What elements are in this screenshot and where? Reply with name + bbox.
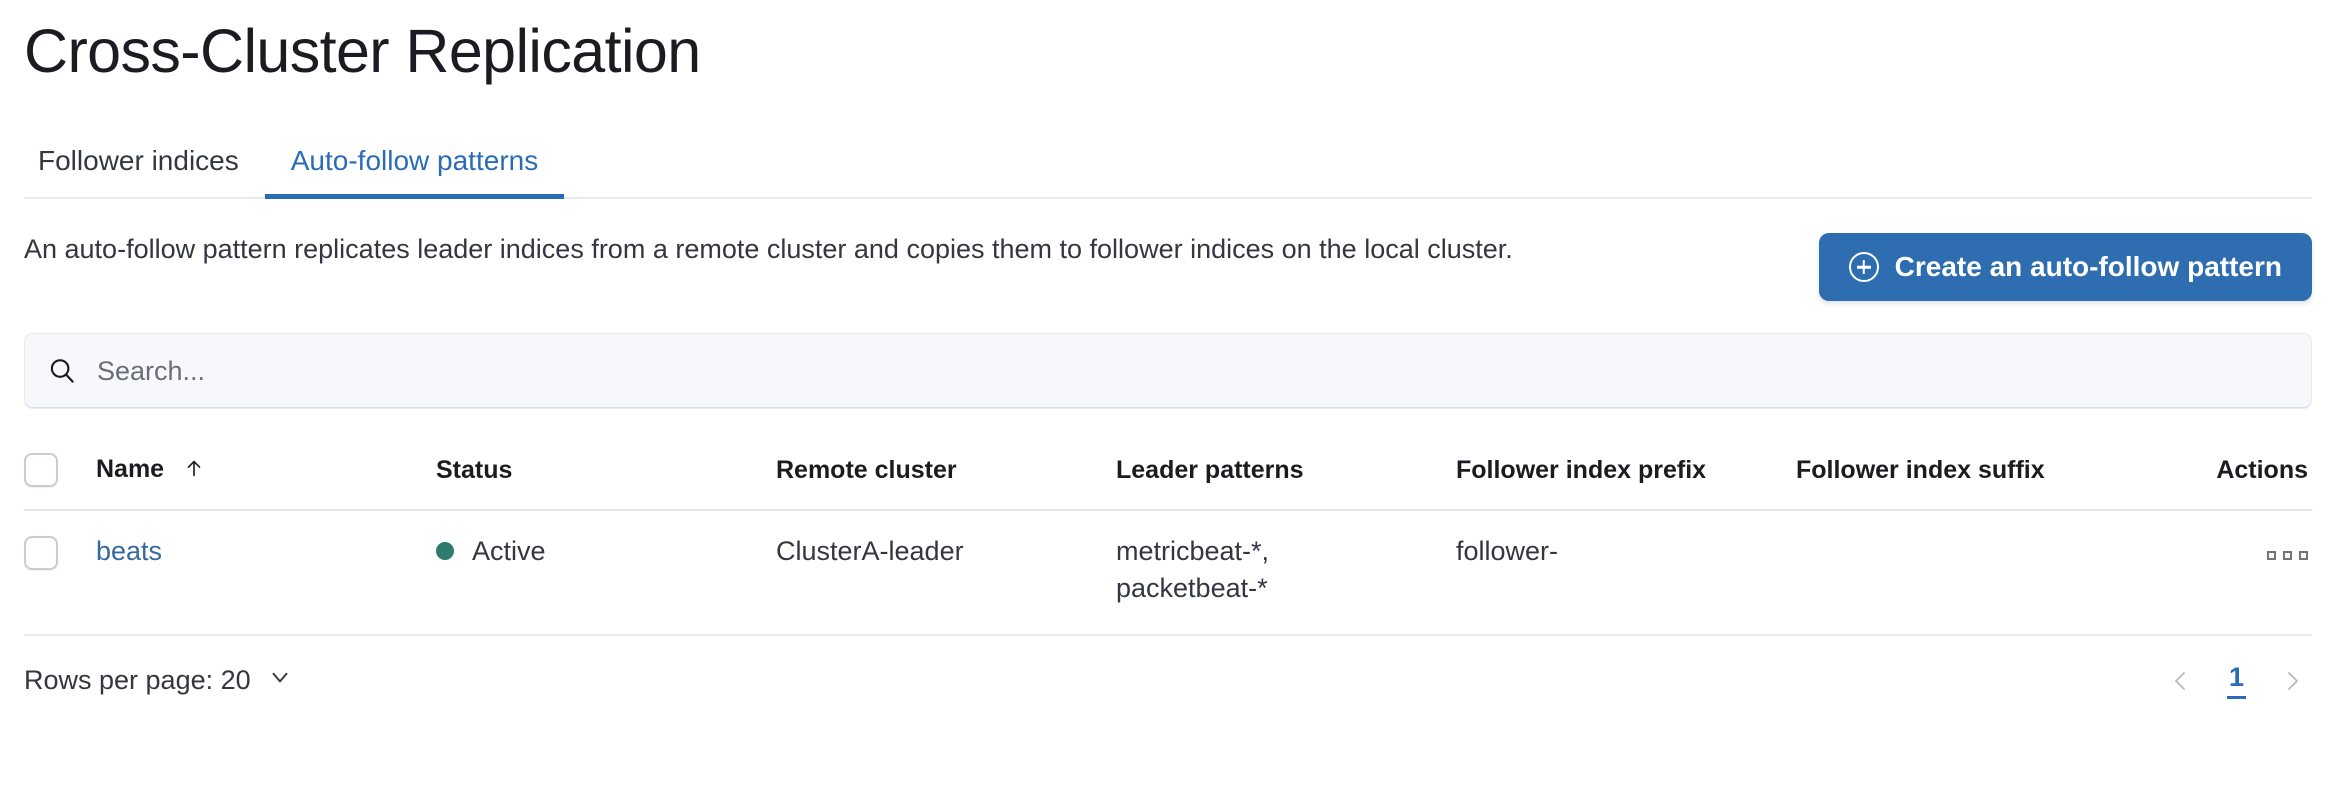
table-row: beats Active ClusterA-leader metricbeat-… xyxy=(24,510,2312,636)
auto-follow-patterns-table: Name Status Remote cluster Leader patt xyxy=(24,437,2312,636)
cell-follower-index-prefix: follower- xyxy=(1456,510,1796,636)
description-row: An auto-follow pattern replicates leader… xyxy=(24,229,2312,302)
column-header-leader-patterns[interactable]: Leader patterns xyxy=(1116,437,1456,512)
select-all-checkbox[interactable] xyxy=(24,453,58,488)
select-all-header xyxy=(24,437,96,512)
column-header-status[interactable]: Status xyxy=(436,437,776,512)
page-title: Cross-Cluster Replication xyxy=(24,17,701,85)
row-select-cell xyxy=(24,510,96,636)
column-header-follower-index-prefix[interactable]: Follower index prefix xyxy=(1456,437,1796,512)
rows-per-page-label: Rows per page: 20 xyxy=(24,665,251,696)
cell-remote-cluster: ClusterA-leader xyxy=(776,510,1116,636)
table-footer: Rows per page: 20 1 xyxy=(24,662,2312,700)
tab-auto-follow-patterns-label: Auto-follow patterns xyxy=(290,145,539,177)
ellipsis-icon[interactable] xyxy=(2267,545,2308,566)
sort-ascending-icon xyxy=(183,457,205,486)
tab-follower-indices-label: Follower indices xyxy=(38,145,239,177)
plus-in-circle-icon xyxy=(1848,252,1879,283)
pagination: 1 xyxy=(2161,662,2312,700)
table-header-row: Name Status Remote cluster Leader patt xyxy=(24,437,2312,512)
column-header-actions: Actions xyxy=(2136,437,2312,512)
cell-leader-patterns: metricbeat-*, packetbeat-* xyxy=(1116,510,1456,636)
chevron-down-icon xyxy=(267,664,293,697)
column-header-name[interactable]: Name xyxy=(96,437,436,512)
column-header-name-label: Name xyxy=(96,454,165,483)
tab-follower-indices[interactable]: Follower indices xyxy=(24,147,265,197)
row-select-checkbox[interactable] xyxy=(24,535,58,570)
column-header-status-label: Status xyxy=(436,455,513,484)
cell-status: Active xyxy=(436,510,776,636)
cell-actions xyxy=(2136,510,2312,636)
next-page-icon[interactable] xyxy=(2272,662,2312,700)
tab-bar: Follower indices Auto-follow patterns xyxy=(24,123,2312,200)
column-header-remote-cluster-label: Remote cluster xyxy=(776,455,957,484)
pattern-name-link[interactable]: beats xyxy=(96,536,163,567)
status-dot-icon xyxy=(436,542,454,561)
status-label: Active xyxy=(472,536,546,567)
tab-auto-follow-patterns[interactable]: Auto-follow patterns xyxy=(264,145,565,200)
create-auto-follow-pattern-button[interactable]: Create an auto-follow pattern xyxy=(1818,233,2312,302)
previous-page-icon[interactable] xyxy=(2161,662,2201,700)
description-text: An auto-follow pattern replicates leader… xyxy=(24,234,1513,265)
column-header-follower-index-suffix[interactable]: Follower index suffix xyxy=(1796,437,2136,512)
create-button-label: Create an auto-follow pattern xyxy=(1894,251,2282,283)
leader-patterns-value: metricbeat-*, packetbeat-* xyxy=(1116,536,1270,603)
column-header-follower-index-suffix-label: Follower index suffix xyxy=(1796,455,2045,484)
column-header-follower-index-prefix-label: Follower index prefix xyxy=(1456,455,1707,484)
search-icon xyxy=(47,356,77,386)
rows-per-page-selector[interactable]: Rows per page: 20 xyxy=(24,664,293,697)
column-header-actions-label: Actions xyxy=(2216,455,2308,484)
column-header-remote-cluster[interactable]: Remote cluster xyxy=(776,437,1116,512)
search-input[interactable] xyxy=(97,334,2289,409)
cell-follower-index-suffix xyxy=(1796,510,2136,636)
search-bar[interactable] xyxy=(24,333,2312,410)
cell-name: beats xyxy=(96,510,436,636)
page-number-1[interactable]: 1 xyxy=(2226,662,2246,699)
column-header-leader-patterns-label: Leader patterns xyxy=(1116,455,1304,484)
